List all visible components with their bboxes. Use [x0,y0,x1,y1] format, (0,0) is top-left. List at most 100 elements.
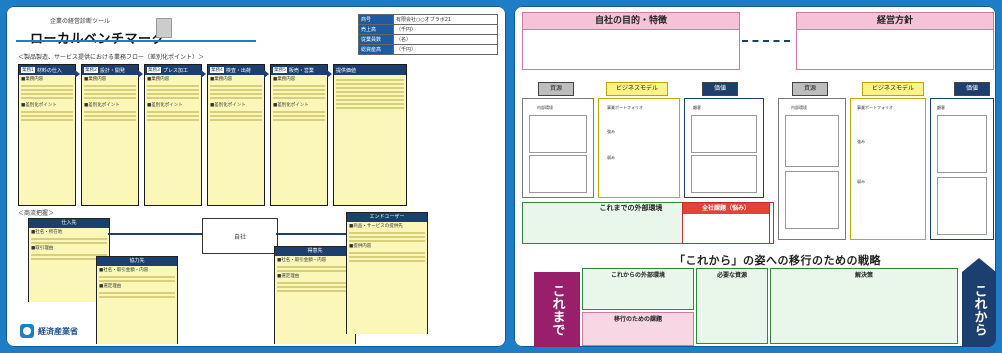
company-issues-title: 全社課題（悩み） [683,203,769,214]
own-company-box: 自社 [202,218,278,254]
business-model-box: 事業ポートフォリオ 強み 弱み [850,98,926,240]
info-key: 総資産高 [358,44,394,55]
info-value: （名） [393,34,498,45]
value-cell [937,115,987,173]
step-diff-label: ■差別化ポイント [147,103,183,108]
customers-label: 顧客 [693,105,701,110]
step-number: 業務1 [21,67,35,73]
business-model-sheet: 自社の目的・特徴 経営方針 資源 ビジネスモデル 価値 資源 ビジネスモデル 価… [514,6,996,347]
weaknesses-label: 弱み [607,155,615,160]
needed-resources-title: 必要な資源 [716,272,747,279]
step-diff-label: ■差別化ポイント [21,103,57,108]
step-number: 業務3 [147,67,161,73]
weaknesses-label: 弱み [857,179,865,184]
building-icon [156,18,172,38]
section-business-flow-title: ＜製品製造、サービス提供における業務フロー（差別化ポイント）＞ [18,54,205,61]
info-value: （千円） [393,44,498,55]
tag-resources: 資源 [792,82,828,96]
partner-line1: ■社名・取引金額・内容 [99,268,149,273]
flow-arrow-icon [327,70,332,78]
connector-line [276,233,346,235]
step-diff-label: ■差別化ポイント [273,103,309,108]
arrow-future-label: これから [962,258,996,347]
transition-issues-title: 移行のための課題 [613,316,662,323]
supplier-box: 仕入先 ■社名・所在地■取引理由 [28,218,110,302]
arrow-past-label: これまで [534,272,580,347]
resources-box: 内部環境 [778,98,846,240]
flow-arrow-icon [75,70,80,78]
resource-cell [785,115,839,167]
sheet-title: ローカルベンチマーク [30,28,165,47]
tag-value: 価値 [954,82,990,96]
customer-box-title: 得意先 [275,247,355,256]
supplier-box-title: 仕入先 [29,219,109,228]
internal-env-label: 内部環境 [791,105,807,110]
business-step-value: 提供価値 [333,64,407,206]
end-user-box: エンドユーザー ■商品・サービスの提供先 ■提供内容 [346,212,428,334]
step-number: 業務2 [84,67,98,73]
strategy-title: 「これから」の姿への移行のための戦略 [674,254,881,267]
strengths-label: 強み [857,139,865,144]
strengths-label: 強み [607,129,615,134]
solution-box: 解決策 [770,268,958,344]
step-contents-label: ■業務内容 [210,77,233,82]
value-cell [691,155,757,193]
info-value: （千円） [393,24,498,35]
step-number: 業務5 [273,67,287,73]
title-underline [16,40,256,42]
company-issues-box: 全社課題（悩み） [682,202,770,244]
flow-arrow-icon [138,70,143,78]
step-name: 設計・開発 [99,67,125,74]
resources-box: 内部環境 [522,98,594,198]
value-box: 顧客 [684,98,764,198]
business-model-box: 事業ポートフォリオ 強み 弱み [598,98,680,198]
customers-label: 顧客 [937,105,945,110]
flow-arrow-icon [201,70,206,78]
supplier-line2: ■取引理由 [31,246,54,251]
past-external-env-title: これまでの外部環境 [599,204,663,212]
ministry-logo: 経済産業省 [20,324,78,338]
partner-box: 協力先 ■社名・取引金額・内容 ■選定理由 [96,256,178,344]
step-name: 提供価値 [336,67,357,74]
resource-cell [529,115,587,153]
needed-resources-box: 必要な資源 [696,268,768,344]
info-key: 商号 [358,14,394,25]
future-external-env-title: これからの外部環境 [610,272,665,279]
section-commercial-flow-title: ＜商流把握＞ [18,210,55,217]
company-info-table: 商号有限会社○○オブラボ21 売上高（千円） 従業員数（名） 総資産高（千円） [358,14,498,55]
value-cell [937,177,987,235]
step-diff-label: ■差別化ポイント [84,103,120,108]
end-user-line1: ■商品・サービスの提供先 [349,224,403,229]
portfolio-label: 事業ポートフォリオ [607,105,643,110]
sheet-header: 企業の経営診断ツール ローカルベンチマーク [16,12,181,47]
partner-line2: ■選定理由 [99,284,122,289]
flow-arrow-icon [264,70,269,78]
connector-line [108,233,202,235]
step-diff-label: ■差別化ポイント [210,103,246,108]
resource-cell [785,171,839,229]
future-external-env-box: これからの外部環境 [582,268,694,310]
policy-box: 経営方針 [796,12,994,70]
solution-title: 解決策 [854,272,873,279]
step-contents-label: ■業務内容 [273,77,296,82]
tag-value: 価値 [702,82,738,96]
policy-title: 経営方針 [797,13,993,30]
step-name: 検査・出荷 [225,67,251,74]
ministry-logo-icon [20,324,34,338]
tag-business-model: ビジネスモデル [862,82,924,96]
step-contents-label: ■業務内容 [84,77,107,82]
end-user-line2: ■提供内容 [349,244,372,249]
resource-cell [529,155,587,193]
end-user-box-title: エンドユーザー [347,213,427,222]
ministry-logo-text: 経済産業省 [38,326,78,336]
tag-resources: 資源 [538,82,574,96]
step-name: 販売・営業 [288,67,314,74]
partner-box-title: 協力先 [97,257,177,266]
customer-line2: ■選定理由 [277,274,300,279]
step-number: 業務4 [210,67,224,73]
